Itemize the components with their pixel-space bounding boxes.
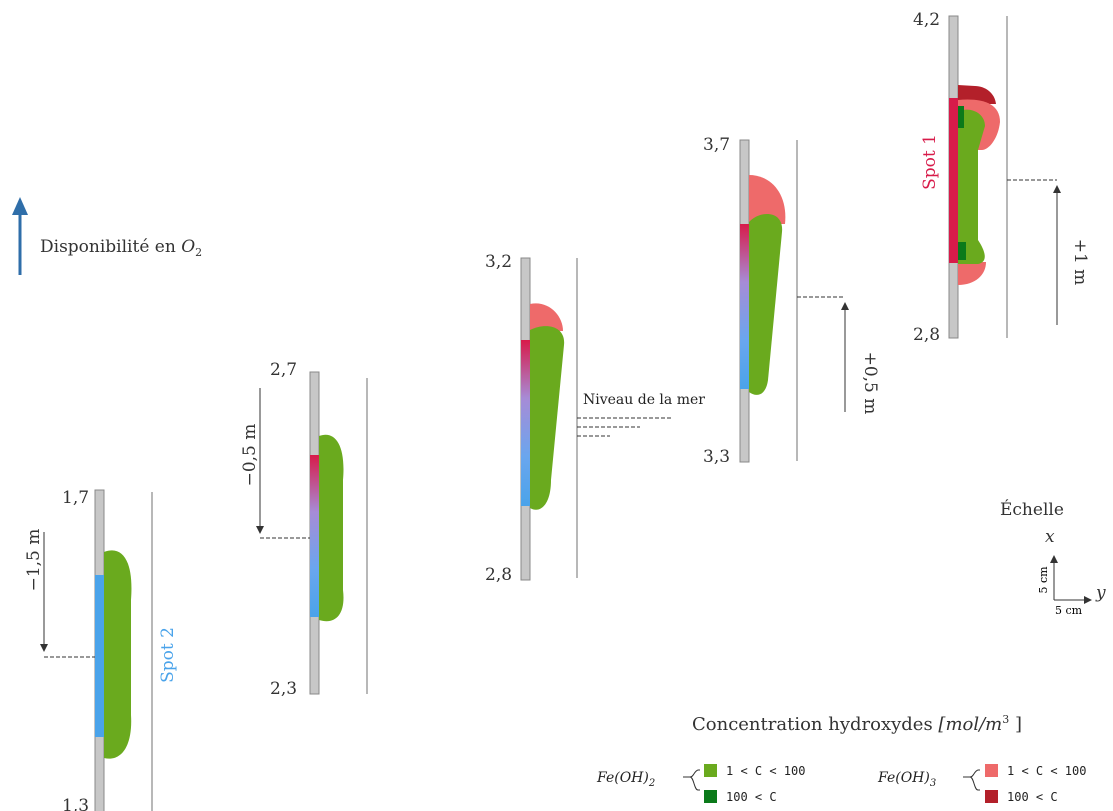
- bottom-depth-label: 1,3: [62, 796, 89, 811]
- fe3-low-zone-bottom: [958, 262, 986, 285]
- fe3-low-zone: [530, 303, 563, 331]
- spot-column-5: 4,2 2,8 +1 m Spot 1: [913, 10, 1090, 345]
- bottom-depth-label: 3,3: [703, 447, 730, 467]
- scale-block: Échelle x y 5 cm 5 cm: [1000, 499, 1106, 617]
- anode-zone: [95, 575, 104, 737]
- anode-zone: [949, 98, 958, 263]
- anode-zone: [740, 224, 749, 389]
- top-depth-label: 1,7: [62, 488, 89, 508]
- scale-title: Échelle: [1000, 499, 1064, 520]
- fe2-high-zone: [958, 106, 964, 128]
- bottom-depth-label: 2,8: [913, 325, 940, 345]
- fe3-low-zone: [749, 175, 786, 224]
- anode-zone: [310, 455, 319, 617]
- fe2-low-zone: [749, 213, 783, 395]
- spot-column-4: 3,7 3,3 +0,5 m: [703, 135, 880, 467]
- offset-label: −0,5 m: [240, 424, 260, 487]
- fe2-low-zone: [530, 326, 565, 510]
- spot-column-2: 2,7 2,3 −0,5 m: [240, 360, 368, 699]
- fe3-high-zone: [958, 85, 996, 104]
- legend-fe2-low-swatch: [704, 764, 717, 777]
- offset-label: +1 m: [1070, 239, 1090, 286]
- scale-y-label: y: [1095, 583, 1106, 603]
- legend-fe3-high-swatch: [985, 790, 998, 803]
- fe2-low-zone: [958, 109, 985, 265]
- offset-label: +0,5 m: [860, 352, 880, 415]
- scale-horizontal-length: 5 cm: [1055, 604, 1083, 617]
- legend-fe3-label: Fe(OH)3: [877, 770, 936, 789]
- spot-column-3: 3,2 2,8 Niveau de la mer: [485, 252, 705, 585]
- legend-fe3-brace: [963, 769, 980, 791]
- bottom-depth-label: 2,3: [270, 679, 297, 699]
- legend-fe3-high-label: 100 < C: [1007, 790, 1058, 804]
- oxygen-availability: Disponibilité en O2: [12, 197, 202, 275]
- legend-title: Concentration hydroxydes [mol/m3 ]: [692, 713, 1022, 735]
- bottom-depth-label: 2,8: [485, 565, 512, 585]
- offset-label: −1,5 m: [24, 529, 44, 592]
- spot-1-label: Spot 1: [920, 134, 940, 190]
- sea-level-label: Niveau de la mer: [583, 392, 705, 408]
- legend-fe2-high-swatch: [704, 790, 717, 803]
- fe2-low-zone: [104, 550, 132, 759]
- legend-fe2-brace: [683, 769, 700, 791]
- top-depth-label: 4,2: [913, 10, 940, 30]
- spot-2-label: Spot 2: [158, 627, 178, 683]
- top-depth-label: 3,7: [703, 135, 730, 155]
- legend-fe2-low-label: 1 < C < 100: [726, 764, 805, 778]
- legend-fe3-low-label: 1 < C < 100: [1007, 764, 1086, 778]
- legend-fe3-low-swatch: [985, 764, 998, 777]
- top-depth-label: 2,7: [270, 360, 297, 380]
- scale-vertical-length: 5 cm: [1037, 566, 1050, 594]
- legend-fe2-high-label: 100 < C: [726, 790, 777, 804]
- scale-x-label: x: [1045, 527, 1055, 547]
- fe2-low-zone: [319, 434, 344, 622]
- anode-zone: [521, 340, 530, 506]
- legend-fe2-label: Fe(OH)2: [596, 770, 655, 789]
- oxygen-label: Disponibilité en O2: [40, 237, 202, 259]
- legend: Concentration hydroxydes [mol/m3 ] Fe(OH…: [596, 713, 1086, 804]
- spot-column-1: 1,7 1,3 −1,5 m Spot 2: [24, 488, 178, 811]
- top-depth-label: 3,2: [485, 252, 512, 272]
